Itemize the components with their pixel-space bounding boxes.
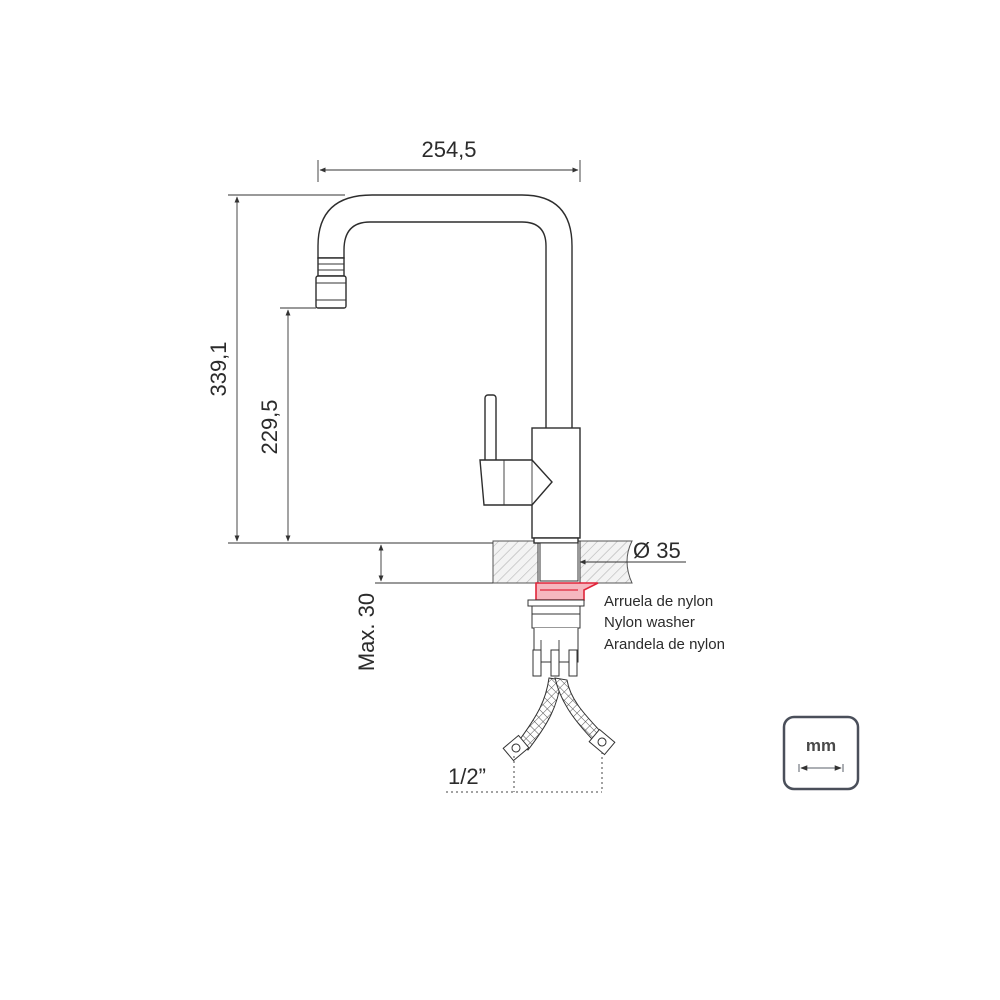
dimension-width-label: 254,5 xyxy=(421,137,476,162)
supply-hoses xyxy=(502,677,616,762)
dimension-total-height: 339,1 xyxy=(206,194,493,544)
washer-note-pt: Arruela de nylon xyxy=(604,593,713,610)
dimension-width: 254,5 xyxy=(317,137,581,182)
unit-badge: mm xyxy=(782,715,860,791)
double-arrow-icon xyxy=(798,764,844,772)
dimension-spout-height: 229,5 xyxy=(257,307,316,542)
nylon-washer xyxy=(535,582,599,601)
fixing-nut xyxy=(527,599,585,677)
dimension-max-thickness-label: Max. 30 xyxy=(354,593,379,671)
dimension-hole-diameter-label: Ø 35 xyxy=(633,538,681,563)
lever-handle xyxy=(479,394,553,506)
washer-note: Arruela de nylon Nylon washer Arandela d… xyxy=(604,593,725,653)
washer-note-es: Arandela de nylon xyxy=(604,636,725,653)
dimension-total-height-label: 339,1 xyxy=(206,341,231,396)
dimension-max-thickness: Max. 30 xyxy=(354,544,493,671)
aerator xyxy=(317,257,345,277)
washer-note-en: Nylon washer xyxy=(604,614,695,631)
dimension-spout-height-label: 229,5 xyxy=(257,399,282,454)
unit-badge-label: mm xyxy=(806,736,836,755)
dimension-thread-label: 1/2” xyxy=(448,764,486,789)
dimension-thread: 1/2” xyxy=(446,752,603,793)
faucet-body xyxy=(315,194,581,582)
dimension-hole-diameter: Ø 35 xyxy=(579,538,686,565)
